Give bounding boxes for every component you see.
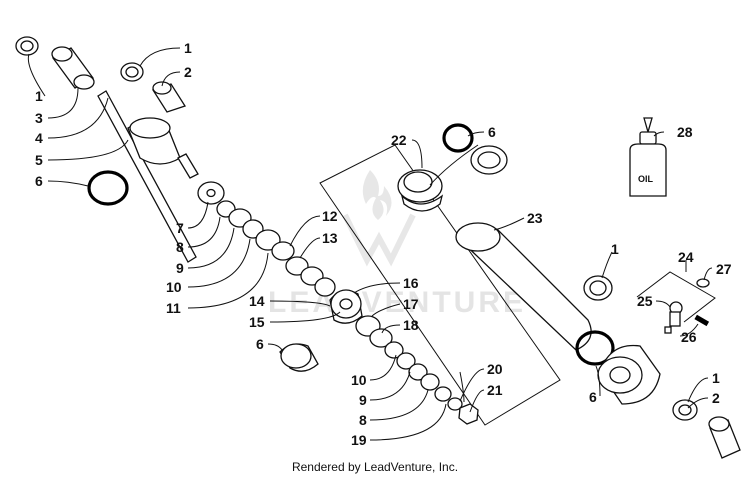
sleeve-2b xyxy=(708,416,741,459)
cap-27 xyxy=(696,278,710,288)
shock-rod xyxy=(97,90,199,263)
bushing-1d xyxy=(672,399,698,421)
callout-10: 10 xyxy=(166,279,182,295)
leader-lines xyxy=(27,47,713,441)
callout-5: 5 xyxy=(35,152,43,168)
oil-bottle xyxy=(629,117,667,197)
callout-3: 3 xyxy=(35,110,43,126)
callout-21: 21 xyxy=(487,382,503,398)
bushing-1b xyxy=(120,62,144,82)
sleeve-2a xyxy=(152,81,186,113)
callout-27: 27 xyxy=(716,261,732,277)
callout-15: 15 xyxy=(249,314,265,330)
callout-2: 2 xyxy=(712,390,720,406)
watermark-logo xyxy=(342,170,416,267)
callout-6: 6 xyxy=(589,389,597,405)
callout-11: 11 xyxy=(166,300,181,316)
washer-stack-lower xyxy=(355,315,479,425)
o-ring-6a xyxy=(87,170,129,206)
callout-13: 13 xyxy=(322,230,338,246)
callout-9: 9 xyxy=(176,260,184,276)
callout-28: 28 xyxy=(677,124,693,140)
callout-25: 25 xyxy=(637,293,653,309)
o-ring-6c xyxy=(442,123,474,153)
watermark-text: LEADVENTURE xyxy=(268,286,526,319)
o-ring-6d xyxy=(575,330,615,366)
rod-cap xyxy=(51,46,95,90)
callout-6: 6 xyxy=(256,336,264,352)
callout-7: 7 xyxy=(176,220,184,236)
callout-12: 12 xyxy=(322,208,338,224)
callout-9: 9 xyxy=(359,392,367,408)
seal-6b xyxy=(279,343,319,372)
callout-8: 8 xyxy=(176,239,184,255)
callout-24: 24 xyxy=(678,249,694,265)
callout-1: 1 xyxy=(611,241,619,257)
bushing-1c xyxy=(583,275,613,301)
callout-14: 14 xyxy=(249,293,265,309)
end-cap-body xyxy=(597,344,661,405)
callout-2: 2 xyxy=(184,64,192,80)
assembly-bracket xyxy=(319,144,561,426)
seal-6c xyxy=(470,145,508,175)
shock-body-cylinder xyxy=(455,222,592,351)
seal-26 xyxy=(694,314,710,327)
callout-6: 6 xyxy=(488,124,496,140)
callout-1: 1 xyxy=(184,40,192,56)
callout-10: 10 xyxy=(351,372,367,388)
callout-1: 1 xyxy=(35,88,43,104)
callout-26: 26 xyxy=(681,329,697,345)
footer-credit: Rendered by LeadVenture, Inc. xyxy=(291,460,459,474)
callout-17: 17 xyxy=(403,296,419,312)
callout-6: 6 xyxy=(35,173,43,189)
cylinder-cap xyxy=(397,169,444,212)
callout-18: 18 xyxy=(403,317,419,333)
callout-4: 4 xyxy=(35,130,43,146)
washer-stack-upper xyxy=(197,181,336,297)
callout-8: 8 xyxy=(359,412,367,428)
callout-1: 1 xyxy=(712,370,720,386)
valve-bracket xyxy=(636,271,716,323)
callout-22: 22 xyxy=(391,132,407,148)
piston xyxy=(329,289,363,324)
oil-bottle-label: OIL xyxy=(638,174,654,184)
callout-20: 20 xyxy=(487,361,503,377)
callout-23: 23 xyxy=(527,210,543,226)
callout-19: 19 xyxy=(351,432,367,448)
bushing-1a xyxy=(15,36,39,56)
valve-25 xyxy=(664,301,683,334)
callout-16: 16 xyxy=(403,275,419,291)
